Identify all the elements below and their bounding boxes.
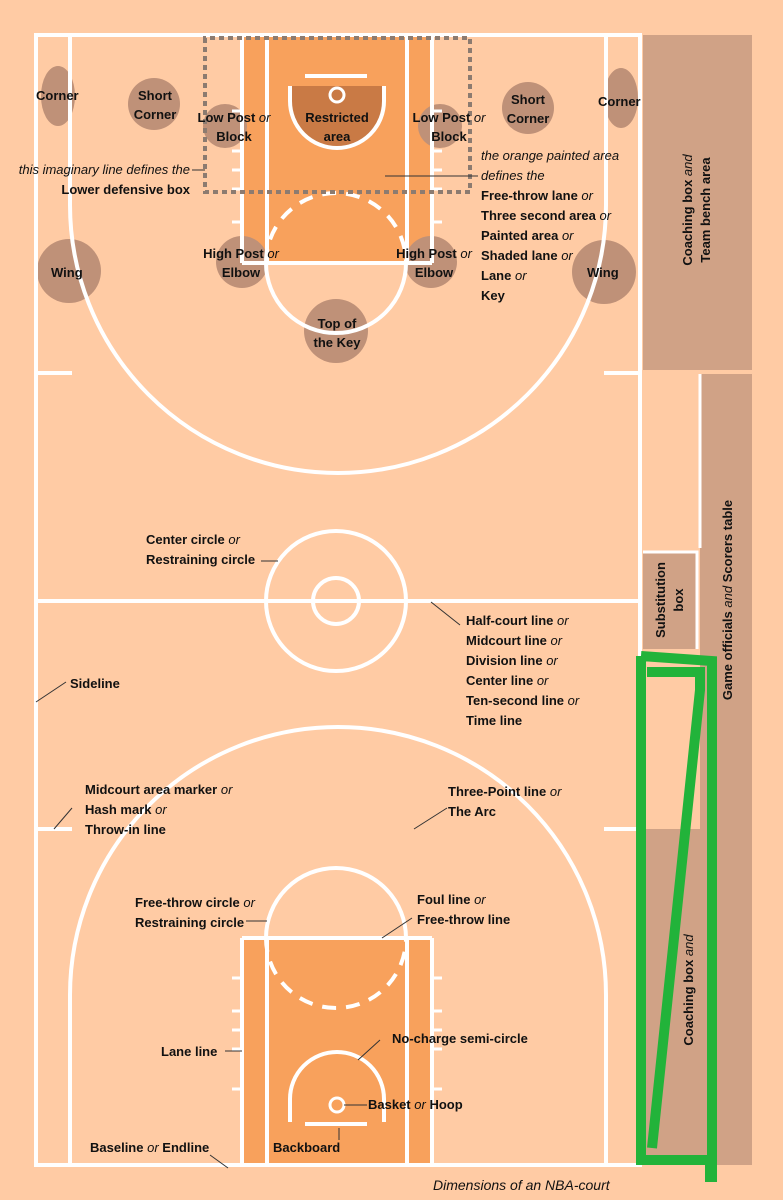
label-scorers-table: Game officials and Scorers table [720, 499, 735, 701]
no-charge-semicircle-bottom [288, 1050, 386, 1122]
label-corner-left: Corner [36, 88, 79, 103]
label-painted-area: the orange painted area defines the Free… [481, 148, 620, 303]
marker-wing-right [572, 240, 636, 304]
center-circle [264, 529, 408, 673]
label-corner-right: Corner [598, 94, 641, 109]
side-area-lines [643, 374, 702, 649]
label-sideline: Sideline [70, 676, 120, 691]
label-wing-right: Wing [587, 265, 619, 280]
lane-tick-marks [232, 109, 442, 1091]
label-no-charge: No-charge semi-circle [392, 1031, 528, 1046]
free-throw-circle-top-dashed [264, 191, 408, 264]
free-throw-circle-bottom-dashed [264, 937, 408, 1010]
leader-lines [35, 169, 478, 1169]
green-highlight-outline [636, 651, 717, 1182]
restricted-area-arc-top [288, 86, 386, 150]
three-point-arc-bottom [68, 725, 608, 1165]
caption: Dimensions of an NBA-court [433, 1177, 610, 1193]
label-wing-left: Wing [51, 265, 83, 280]
substitution-box-area [643, 552, 697, 649]
court-lines [34, 33, 642, 1167]
coaching-box-top-area [643, 35, 752, 370]
label-baseline: Baseline or Endline [90, 1140, 210, 1155]
lower-defensive-box-line [203, 36, 472, 194]
label-basket: Basket or Hoop [368, 1097, 463, 1112]
label-backboard: Backboard [273, 1140, 341, 1155]
marker-short-corner-right [502, 82, 554, 134]
coaching-box-bottom-area [643, 829, 752, 1165]
basket-top [328, 86, 346, 104]
restricted-area-fill [290, 86, 384, 148]
three-point-arc-top [68, 35, 608, 475]
label-half-court-line: Half-court line or Midcourt line or Divi… [466, 613, 580, 728]
free-throw-circle-top-solid [264, 262, 408, 335]
marker-low-post-right [418, 104, 462, 148]
free-throw-circle-bottom-solid [264, 866, 408, 939]
inner-center-circle [311, 576, 361, 626]
label-lane-line: Lane line [161, 1044, 218, 1059]
label-coaching-box-bottom: Coaching box and [681, 934, 696, 1046]
marker-wing-left [37, 239, 101, 303]
marker-corner-right [604, 68, 638, 128]
marker-low-post-left [203, 104, 247, 148]
marker-short-corner-left [128, 78, 180, 130]
marker-corner-left [41, 66, 75, 126]
